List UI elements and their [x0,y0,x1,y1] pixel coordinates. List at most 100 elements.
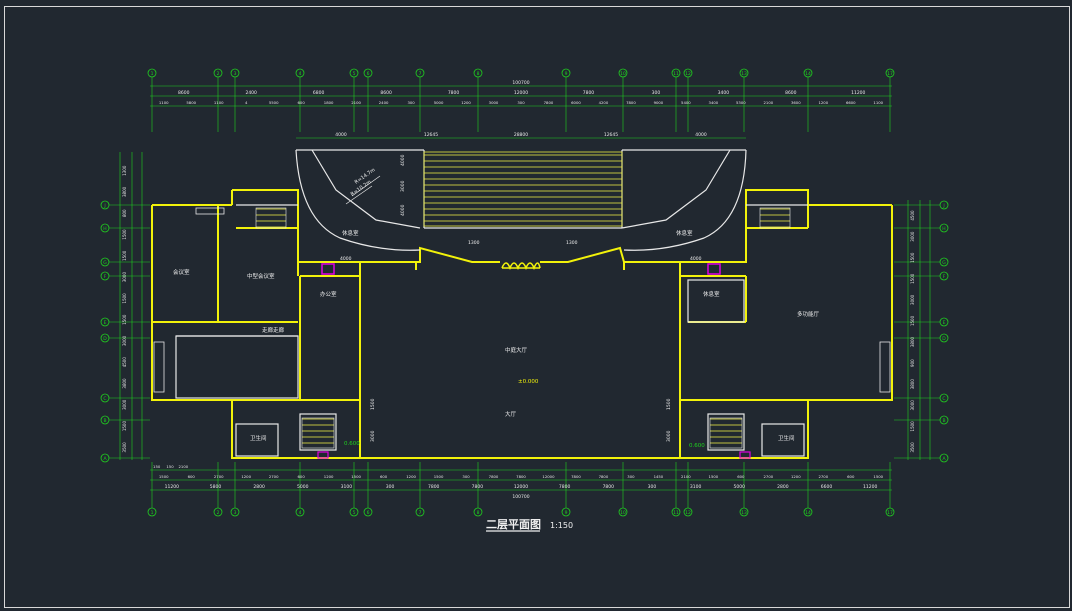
dimension-text: 1500 [910,273,915,284]
dimension-text: 600 [298,474,306,479]
dimension-text: 8600 [178,90,190,96]
dimension-text: 1800 [324,100,334,105]
grid-label: 6 [367,510,370,516]
dimension-text: 5000 [297,484,309,490]
grid-label: C [103,396,106,402]
room-label: 多功能厅 [797,310,820,318]
left-curved-wall [295,149,421,251]
room-label: 走廊走廊 [262,326,285,334]
dimension-text: 3100 [341,484,353,490]
svg-text:4000: 4000 [340,256,352,262]
room-label: 大厅 [505,410,517,418]
room-label: 休息室 [342,229,359,237]
dimension-text: 4500 [910,210,915,221]
grid-label: 10 [620,510,626,516]
dimension-text: 1500 [122,314,127,325]
drawing-title: 二层平面图 [486,518,541,531]
dimension-text: 3000 [910,294,915,305]
grid-label: 14 [805,510,811,516]
left-stair [255,207,287,229]
drawing-scale: 1:150 [550,521,573,530]
dimension-text: 7800 [583,90,595,96]
drawing-frame [4,6,1070,608]
room-label: 中庭大厅 [505,346,528,354]
grid-label: 14 [805,71,811,77]
dimension-text: 3800 [910,379,915,390]
grid-label: G [103,260,107,266]
dimension-text: 300 [652,90,661,96]
right-magenta-mark [707,263,721,275]
dimension-text: 7800 [428,484,440,490]
grid-label: D [942,336,946,342]
svg-text:4000: 4000 [690,256,702,262]
grid-label: J [942,203,944,209]
grid-label: 3 [234,510,237,516]
dimension-text: 4000 [695,132,707,138]
dimension-text: 4500 [122,357,127,368]
grid-label: 7 [419,510,422,516]
dimension-text: 3600 [791,100,801,105]
wall-layer [151,189,893,459]
grid-label: B [103,418,106,424]
grid-label: G [942,260,946,266]
grid-label: 8 [477,510,480,516]
svg-text:1300: 1300 [566,240,578,246]
dimension-text: 3800 [910,337,915,348]
grid-label: 13 [741,510,747,516]
dimension-text: 7800 [516,474,526,479]
dimension-text: 800 [122,209,127,217]
grid-label: 7 [419,71,422,77]
dimension-text: 3000 [910,400,915,411]
dimension-text: 1450 [654,474,664,479]
dimension-text: 1500 [351,474,361,479]
room-label: 休息室 [676,229,693,237]
radius-annotations: R=14.7m R=10.2m [345,167,381,205]
grid-label: 11 [673,71,679,77]
dimension-text: 12000 [514,90,528,96]
room-label-layer: 会议室 中型会议室 办公室 走廊走廊 卫生间 中庭大厅 大厅 ±0.000 休息… [173,229,820,449]
grid-label: D [103,336,107,342]
dimension-text: 1500 [709,474,719,479]
dimension-text: 7800 [472,484,484,490]
room-label: 办公室 [320,290,337,298]
grid-label: F [943,274,946,280]
grid-label: 4 [299,71,302,77]
svg-text:4000: 4000 [400,204,406,216]
grid-label: 11 [673,510,679,516]
dimension-text: 7800 [448,90,460,96]
level-label: 0.600 [689,443,705,449]
svg-text:3000: 3000 [666,430,672,442]
dimension-text: 3000 [910,231,915,242]
dimension-text: 1200 [791,474,801,479]
grid-label: J [103,203,105,209]
dimension-text: 2800 [777,484,789,490]
dimension-text: 300 [462,474,470,479]
grid-label: A [103,456,107,462]
dimension-text: 3400 [718,90,730,96]
grid-label: E [943,320,946,326]
grid-label: 2 [217,71,220,77]
dimension-text: 1200 [406,474,416,479]
dimension-text: 1500 [122,293,127,304]
dimension-text: 4000 [335,132,347,138]
right-stair [759,207,791,229]
dimension-text: 2400 [245,90,257,96]
dimension-text: 600 [847,474,855,479]
dimension-text: 300 [627,474,635,479]
grid-label: 1 [151,510,154,516]
dimension-text: 12645 [604,132,618,138]
svg-text:3000: 3000 [400,180,406,192]
grid-label: 6 [367,71,370,77]
dimension-text: 2800 [253,484,265,490]
dimension-text: 1500 [122,229,127,240]
dimension-text: 5300 [736,100,746,105]
left-lower-stair [301,417,335,449]
right-curved-wall [623,149,747,251]
dimension-text: 1500 [910,421,915,432]
grid-label: 10 [620,71,626,77]
dimension-text: 6600 [821,484,833,490]
dimension-text: 7800 [544,100,554,105]
left-wing-outer-wall [151,205,361,459]
grid-label: H [103,226,106,232]
dimension-text: 3000 [122,335,127,346]
